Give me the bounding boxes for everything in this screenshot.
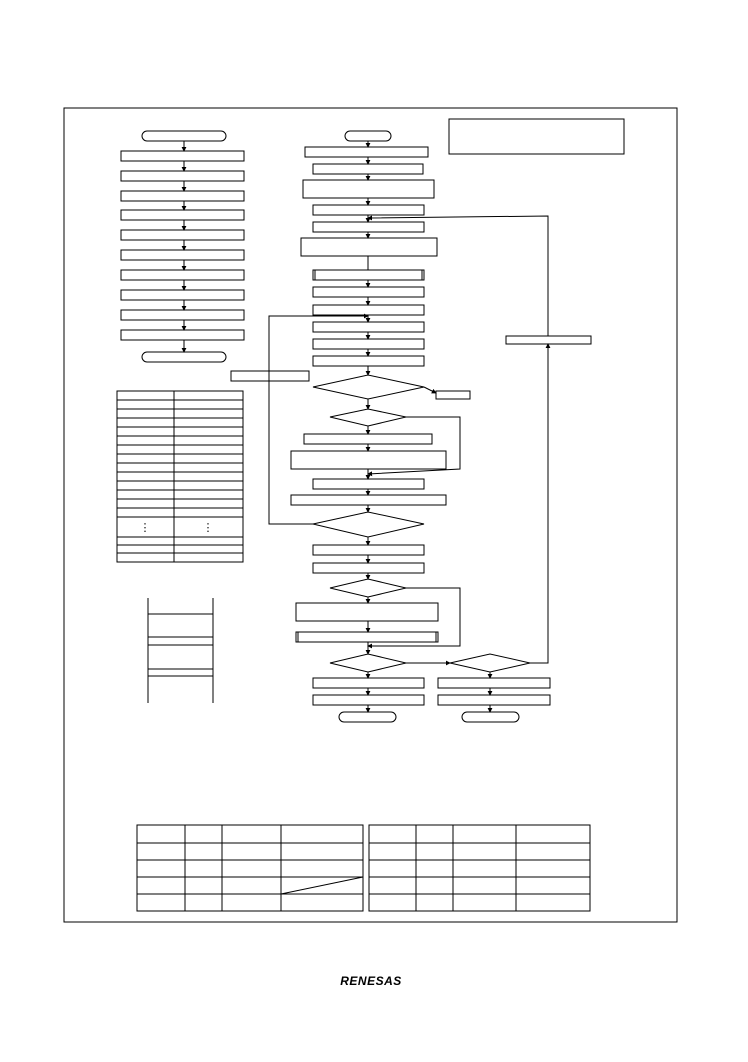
main-step-20	[295, 631, 439, 643]
left-step-2	[120, 170, 245, 182]
main-step-9	[312, 304, 425, 316]
main-step-12	[312, 355, 425, 367]
left-end-terminal	[141, 351, 227, 363]
main-start-terminal	[344, 130, 392, 142]
main-step-15	[312, 478, 425, 490]
loop-side-box-left	[230, 370, 310, 382]
side-box-right	[435, 390, 471, 400]
branch-b-step-2	[437, 694, 551, 706]
decision-2	[329, 408, 407, 427]
main-step-1	[304, 146, 429, 158]
main-step-16	[290, 494, 447, 506]
left-step-4	[120, 209, 245, 221]
decision-5	[329, 653, 407, 673]
left-step-10	[120, 329, 245, 341]
main-step-11	[312, 338, 425, 350]
left-step-8	[120, 289, 245, 301]
loop-side-box-right	[505, 335, 592, 345]
main-step-13	[303, 433, 433, 445]
branch-a-step-1	[312, 677, 425, 689]
main-step-18	[312, 562, 425, 574]
left-step-9	[120, 309, 245, 321]
decision-1	[312, 374, 425, 400]
decision-3	[312, 511, 425, 538]
branch-b-step-1	[437, 677, 551, 689]
main-step-4	[312, 204, 425, 216]
bottom-table-right	[368, 824, 591, 912]
ellipsis-right: ⋮	[203, 521, 214, 534]
main-step-19	[295, 602, 439, 622]
decision-6	[449, 653, 531, 673]
left-step-3	[120, 190, 245, 202]
main-step-7	[312, 269, 425, 281]
main-flow	[230, 130, 592, 723]
memory-map	[147, 598, 214, 703]
ellipsis-left: ⋮	[140, 521, 151, 534]
branch-a-step-2	[312, 694, 425, 706]
branch-b-end-terminal	[461, 711, 520, 723]
note-box	[448, 118, 625, 155]
left-flow	[120, 130, 245, 363]
main-step-5	[312, 221, 425, 233]
main-step-14	[290, 450, 447, 470]
main-step-17	[312, 544, 425, 556]
main-step-8	[312, 286, 425, 298]
main-step-6	[300, 237, 438, 257]
decision-4	[329, 578, 407, 598]
branch-a-end-terminal	[338, 711, 397, 723]
left-step-1	[120, 150, 245, 162]
bottom-table-left	[136, 824, 364, 912]
main-step-3	[302, 179, 435, 199]
main-step-10	[312, 321, 425, 333]
left-step-7	[120, 269, 245, 281]
figure-frame	[63, 107, 678, 923]
main-step-2	[312, 163, 424, 175]
main-connectors	[365, 141, 493, 713]
table-diagonal	[280, 876, 364, 895]
renesas-logo: RENESAS	[340, 974, 402, 988]
left-step-6	[120, 249, 245, 261]
register-table	[116, 390, 244, 563]
left-start-terminal	[141, 130, 227, 142]
left-step-5	[120, 229, 245, 241]
